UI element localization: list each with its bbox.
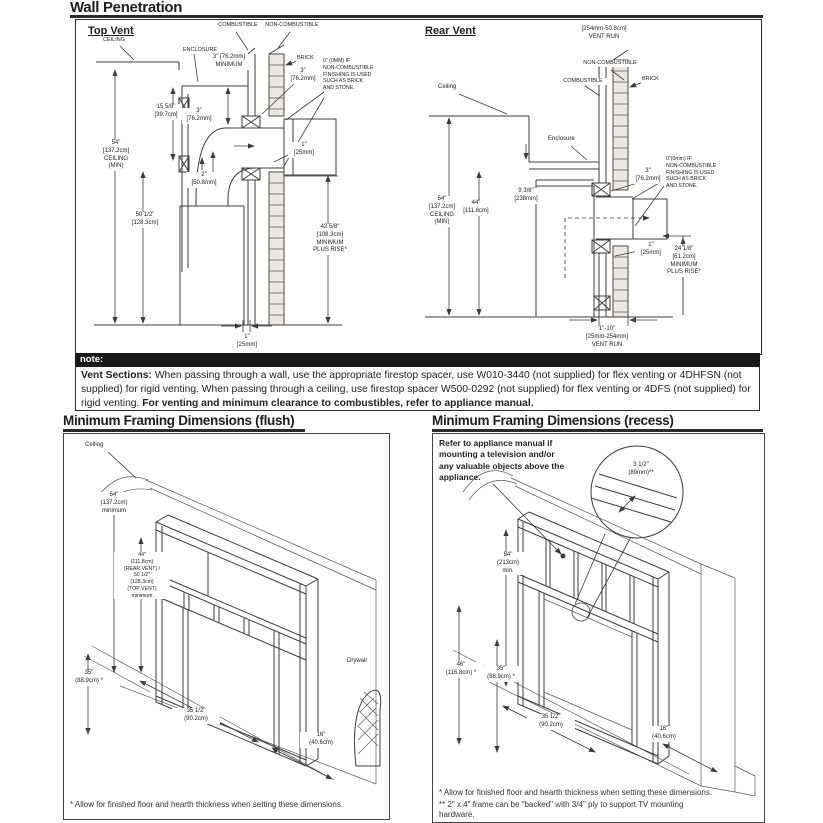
rear-vent-brick-label: BRICK [641, 76, 669, 84]
top-vent-dim-15-58: 15 5/8" [39.7cm] [150, 104, 182, 120]
top-vent-enclosure-label: ENCLOSURE [176, 47, 224, 55]
note-lead: Vent Sections: [81, 370, 152, 381]
recess-dim-16: 16" (40.6cm) [643, 726, 685, 742]
wall-penetration-box: Top Vent [75, 19, 762, 355]
top-vent-dim-elbow3: 3" [76.2mm] [182, 108, 216, 124]
rear-vent-enclosure-label: Enclosure [547, 136, 593, 144]
note-tail: For venting and minimum clearance to com… [142, 397, 534, 409]
rear-vent-non-combustible-label: NON-COMBUSTIBLE [577, 60, 643, 68]
flush-dim-44-50: 44" (111.8cm) (REAR VENT) / 50 1/2" (128… [114, 552, 170, 600]
top-vent-combustible-label: COMBUSTIBLE [214, 22, 262, 30]
rear-vent-dim-54: 54" [137.2cm] CEILING (MIN) [425, 196, 459, 228]
top-vent-dim-2: 2" [50.8mm] [186, 172, 222, 188]
note-body: Vent Sections: When passing through a wa… [75, 367, 760, 411]
recess-framing-box: Refer to appliance manual if mounting a … [432, 433, 765, 823]
rear-vent-dim-24-18: 24 1/8" [61.2cm] MINIMUM PLUS RISE* [661, 246, 707, 278]
top-vent-ceiling-label: CEILING [96, 37, 132, 45]
recess-dim-46: 46" (116.8cm) * [439, 662, 483, 678]
rear-vent-dim-wall3: 3" [76.2mm] [631, 168, 665, 184]
top-vent-dim-42-58: 42 5/8" [108.3cm] MINIMUM PLUS RISE* [308, 224, 352, 256]
recess-heading: Minimum Framing Dimensions (recess) [432, 413, 674, 428]
flush-heading: Minimum Framing Dimensions (flush) [63, 413, 295, 428]
rear-vent-dim-1: 1" [25mm] [635, 242, 667, 258]
flush-ceiling-label: Ceiling [84, 442, 116, 450]
recess-dim-84: 84" (213cm) min. [491, 552, 525, 576]
title-underline [70, 15, 763, 18]
flush-heading-underline [63, 429, 305, 432]
recess-annotation: Refer to appliance manual if mounting a … [439, 438, 565, 483]
flush-framing-box: Ceiling 54" (137.2cm) minimum 44" (111.8… [63, 433, 390, 820]
recess-footnote-1: * Allow for finished floor and hearth th… [439, 788, 713, 797]
flush-drywall-label: Drywall [347, 658, 367, 664]
recess-heading-underline [432, 429, 763, 432]
rear-vent-ceiling-label: Ceiling [437, 84, 469, 92]
flush-footnote: * Allow for finished floor and hearth th… [70, 800, 344, 809]
rear-vent-zero-clearance-note: 0"(0mm) IF NON-COMBUSTIBLE FINISHING IS … [666, 156, 717, 189]
top-vent-non-combustible-label: NON-COMBUSTIBLE [262, 22, 322, 30]
top-vent-dim-54: 54" [137.2cm] CEILING (MIN) [98, 140, 134, 172]
page-title: Wall Penetration [70, 0, 183, 16]
rear-vent-heading: Rear Vent [425, 25, 476, 37]
top-vent-dim-1: 1" [25mm] [288, 142, 320, 158]
top-vent-dim-3min: 3" [76.2mm] MINIMUM [204, 54, 254, 70]
rear-vent-panel: Rear Vent [411, 20, 761, 354]
top-vent-zero-clearance-note: 0" (0MM) IF NON-COMBUSTIBLE FINISHING IS… [323, 58, 374, 91]
top-vent-dim-1-bottom: 1" [25mm] [228, 334, 266, 350]
rear-vent-dim-44: 44" [111.8cm] [459, 200, 493, 216]
flush-dim-35: 35" (88.9cm) * [68, 670, 110, 686]
rear-vent-vent-run-bottom: 1"-10" [25mm-254mm] VENT RUN [573, 326, 641, 350]
top-vent-heading: Top Vent [88, 25, 134, 37]
flush-dim-16: 16" (40.6cm) [300, 732, 342, 748]
rear-vent-combustible-label: COMBUSTIBLE [557, 78, 609, 86]
flush-dim-35-12: 35 1/2" (90.2cm) [172, 708, 220, 724]
top-vent-dim-wall3: 3" [76.2mm] [286, 68, 320, 84]
recess-dim-3-12: 3 1/2" (89mm)** [628, 462, 654, 476]
flush-dim-54: 54" (137.2cm) minimum [92, 492, 136, 516]
rear-vent-vent-run-top: [254mm-50.8cm] VENT RUN [561, 26, 647, 42]
recess-dim-35-12: 35 1/2" (90.2cm) [527, 714, 575, 730]
note-header-label: note: [80, 354, 104, 365]
top-vent-dim-50-12: 50 1/2" [128.3cm] [126, 212, 164, 228]
top-vent-drawing [94, 31, 342, 332]
rear-vent-drawing [425, 49, 691, 326]
recess-footnote-2: ** 2" x 4" frame can be "backed" with 3/… [439, 800, 684, 820]
note-text: When passing through a wall, use the app… [81, 370, 751, 409]
top-vent-brick-label: BRICK [296, 55, 324, 63]
top-vent-panel: Top Vent [76, 20, 411, 354]
recess-dim-35: 35" (88.9cm) * [481, 666, 521, 682]
note-header-bar: note: [75, 353, 760, 367]
rear-vent-dim-9-38: 9 3/8" [238mm] [505, 188, 547, 204]
recess-framing-drawing [452, 445, 756, 797]
